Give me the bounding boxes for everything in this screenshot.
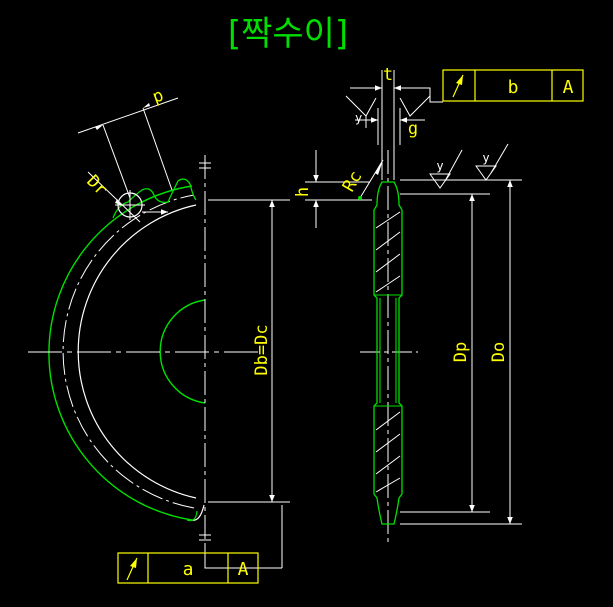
pitch-dim-line: [77, 97, 179, 134]
h-label: h: [293, 187, 313, 197]
side-view: Dp Do h Rc t g y: [293, 65, 522, 545]
roughness-1-label: y: [436, 159, 443, 173]
roughness-symbol-right: [399, 95, 431, 117]
pitch-label: p: [150, 85, 166, 107]
roughness-symbol-1: [429, 149, 463, 189]
pitch-circle: [62, 194, 195, 509]
tolerance-top-datum: A: [563, 77, 574, 98]
g-label: g: [408, 119, 418, 139]
tolerance-bottom-datum: A: [238, 559, 249, 580]
drawing-title: [짝수이]: [228, 14, 348, 54]
outer-arc: [48, 185, 193, 521]
tooth-section-outline: [373, 181, 403, 525]
do-label: Do: [489, 342, 509, 362]
roughness-symbol-left: [345, 95, 377, 128]
roughness-left-label: y: [355, 111, 362, 125]
runout-arrow-icon: [126, 557, 138, 581]
tolerance-frame-bottom: a A: [117, 552, 259, 584]
tolerance-bottom-value: a: [183, 559, 194, 580]
hub-arc: [159, 299, 206, 404]
db-label: Db=Dc: [252, 324, 272, 375]
front-view: p Dr Db=Dc: [28, 85, 290, 569]
runout-arrow-icon: [452, 74, 464, 98]
tooth-profile: [112, 178, 197, 219]
roller-dia-label: Dr: [82, 171, 111, 200]
rc-label: Rc: [339, 168, 367, 196]
t-label: t: [383, 65, 393, 85]
tolerance-top-value: b: [508, 77, 519, 98]
roughness-symbol-2: [475, 143, 509, 181]
section-hatching: [375, 211, 401, 493]
tolerance-frame-top: b A: [442, 69, 584, 102]
dp-label: Dp: [451, 342, 471, 362]
roughness-2-label: y: [482, 151, 489, 165]
bottom-tooth: [191, 504, 205, 521]
